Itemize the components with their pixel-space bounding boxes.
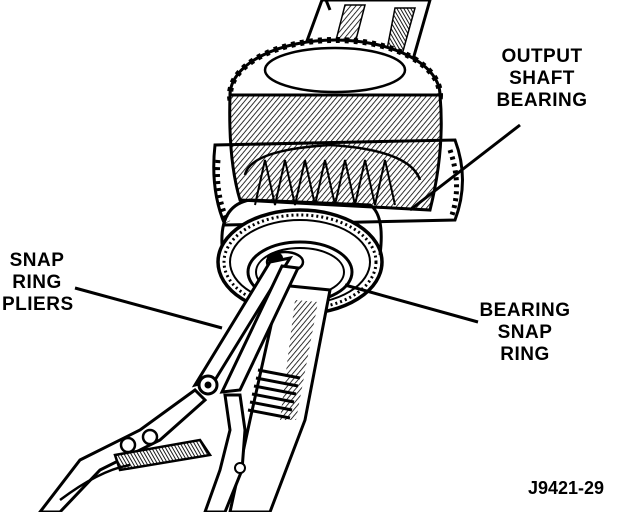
- label-line: SNAP: [9, 250, 65, 271]
- leader-lines: [74, 123, 521, 330]
- leader-snap-ring-pliers: [74, 286, 223, 330]
- snap-ring-pliers: [38, 255, 301, 512]
- snap-ring-pliers-label: SNAP RING PLIERS: [2, 250, 74, 316]
- label-line: SNAP: [497, 322, 553, 343]
- label-line: PLIERS: [2, 294, 74, 315]
- output-shaft-bearing-label: OUTPUT SHAFT BEARING: [482, 46, 602, 112]
- label-line: SHAFT: [509, 68, 575, 89]
- bearing-snap-ring-label: BEARING SNAP RING: [470, 300, 580, 366]
- label-line: OUTPUT: [501, 46, 583, 67]
- gear-cluster: [212, 37, 464, 227]
- leader-output-shaft-bearing: [409, 123, 521, 212]
- label-line: BEARING: [496, 90, 588, 111]
- label-line: RING: [12, 272, 62, 293]
- leader-bearing-snap-ring: [344, 283, 479, 324]
- lower-output-shaft: [228, 283, 332, 512]
- figure-id: J9421-29: [528, 478, 605, 498]
- label-line: BEARING: [479, 300, 571, 321]
- label-line: RING: [500, 344, 550, 365]
